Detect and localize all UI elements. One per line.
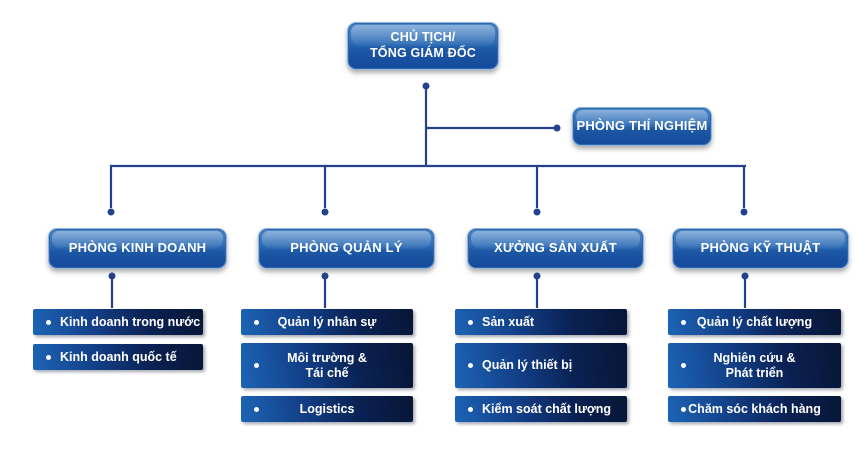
bullet-icon [254, 363, 259, 368]
bullet-icon [46, 319, 51, 325]
org-item-hr: Quản lý nhân sự [241, 309, 413, 335]
org-item-label: Chăm sóc khách hàng [688, 401, 821, 416]
org-item-equipment-management: Quản lý thiết bị [455, 343, 627, 388]
bullet-icon [681, 363, 686, 368]
org-item-production: Sản xuất [455, 309, 627, 335]
bullet-icon [468, 406, 473, 412]
bullet-icon [46, 354, 51, 360]
org-node-laboratory-label: PHÒNG THÍ NGHIỆM [576, 118, 708, 134]
org-node-dept-technical-label: PHÒNG KỸ THUẬT [700, 240, 821, 256]
org-item-label: Sản xuất [482, 314, 535, 329]
org-node-dept-sales-label: PHÒNG KINH DOANH [68, 240, 207, 256]
org-item-label: Kinh doanh trong nước [60, 314, 201, 329]
bullet-icon [254, 406, 259, 412]
bullet-icon [468, 319, 473, 325]
bullet-icon [681, 406, 686, 412]
org-node-chairman-label: CHỦ TỊCH/ TỔNG GIÁM ĐỐC [369, 30, 477, 60]
org-node-laboratory: PHÒNG THÍ NGHIỆM [572, 107, 712, 146]
org-item-customer-care: Chăm sóc khách hàng [668, 396, 841, 422]
org-node-dept-technical: PHÒNG KỸ THUẬT [672, 228, 849, 269]
org-item-quality-control: Kiểm soát chất lượng [455, 396, 627, 422]
org-item-label: Quản lý thiết bị [482, 358, 573, 372]
org-item-research-development: Nghiên cứu & Phát triển [668, 343, 841, 388]
org-node-chairman: CHỦ TỊCH/ TỔNG GIÁM ĐỐC [347, 22, 499, 70]
bullet-icon [681, 319, 686, 325]
org-item-label: Quản lý chất lượng [696, 314, 813, 329]
org-node-dept-production-label: XƯỞNG SẢN XUẤT [494, 240, 617, 256]
org-item-label: Môi trường & Tái chế [287, 350, 367, 380]
org-item-label: Logistics [299, 401, 355, 416]
org-node-dept-sales: PHÒNG KINH DOANH [48, 228, 227, 269]
bullet-icon [254, 319, 259, 325]
org-node-dept-production: XƯỞNG SẢN XUẤT [467, 228, 644, 269]
org-item-logistics: Logistics [241, 396, 413, 422]
org-item-environment-recycling: Môi trường & Tái chế [241, 343, 413, 388]
org-item-label: Nghiên cứu & Phát triển [713, 350, 796, 380]
org-item-label: Quản lý nhân sự [277, 314, 377, 329]
org-item-label: Kiểm soát chất lượng [482, 401, 612, 416]
org-item-quality-management: Quản lý chất lượng [668, 309, 841, 335]
org-item-international-sales: Kinh doanh quốc tế [33, 344, 203, 370]
org-item-label: Kinh doanh quốc tế [60, 349, 177, 364]
org-node-dept-management-label: PHÒNG QUẢN LÝ [290, 240, 403, 256]
bullet-icon [468, 363, 473, 368]
org-node-dept-management: PHÒNG QUẢN LÝ [258, 228, 435, 269]
org-item-domestic-sales: Kinh doanh trong nước [33, 309, 203, 335]
